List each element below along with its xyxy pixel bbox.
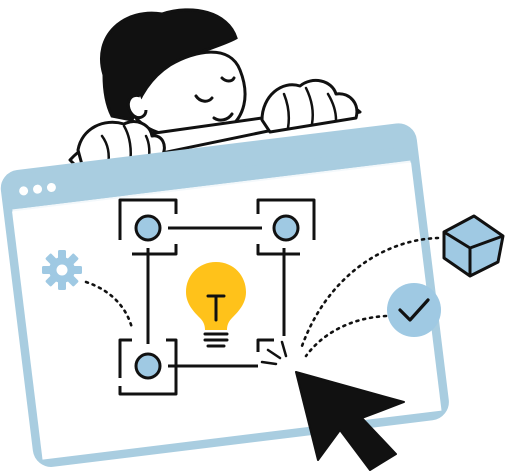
mouth [212,112,234,122]
window-dot-3 [46,182,56,192]
node-bottom-right-target [256,338,288,366]
cube-icon [442,214,505,278]
hand-right [260,78,359,134]
lightbulb-icon [186,262,246,348]
checkmark-icon [387,283,441,337]
eye-left [194,94,214,103]
eye-right [220,76,236,83]
node-diagram [118,198,316,396]
node-top-right [256,198,316,256]
mouse-cursor-icon [295,371,405,471]
node-bottom-left [118,338,178,396]
person-peeking-icon [68,8,362,174]
ear [126,93,148,120]
cube-connector [300,236,440,348]
window-dot-2 [33,184,43,194]
gear-connector [84,280,134,330]
node-top-left [118,198,178,256]
check-connector [304,314,388,358]
window-dot-1 [19,186,29,196]
gear-icon [42,250,82,290]
